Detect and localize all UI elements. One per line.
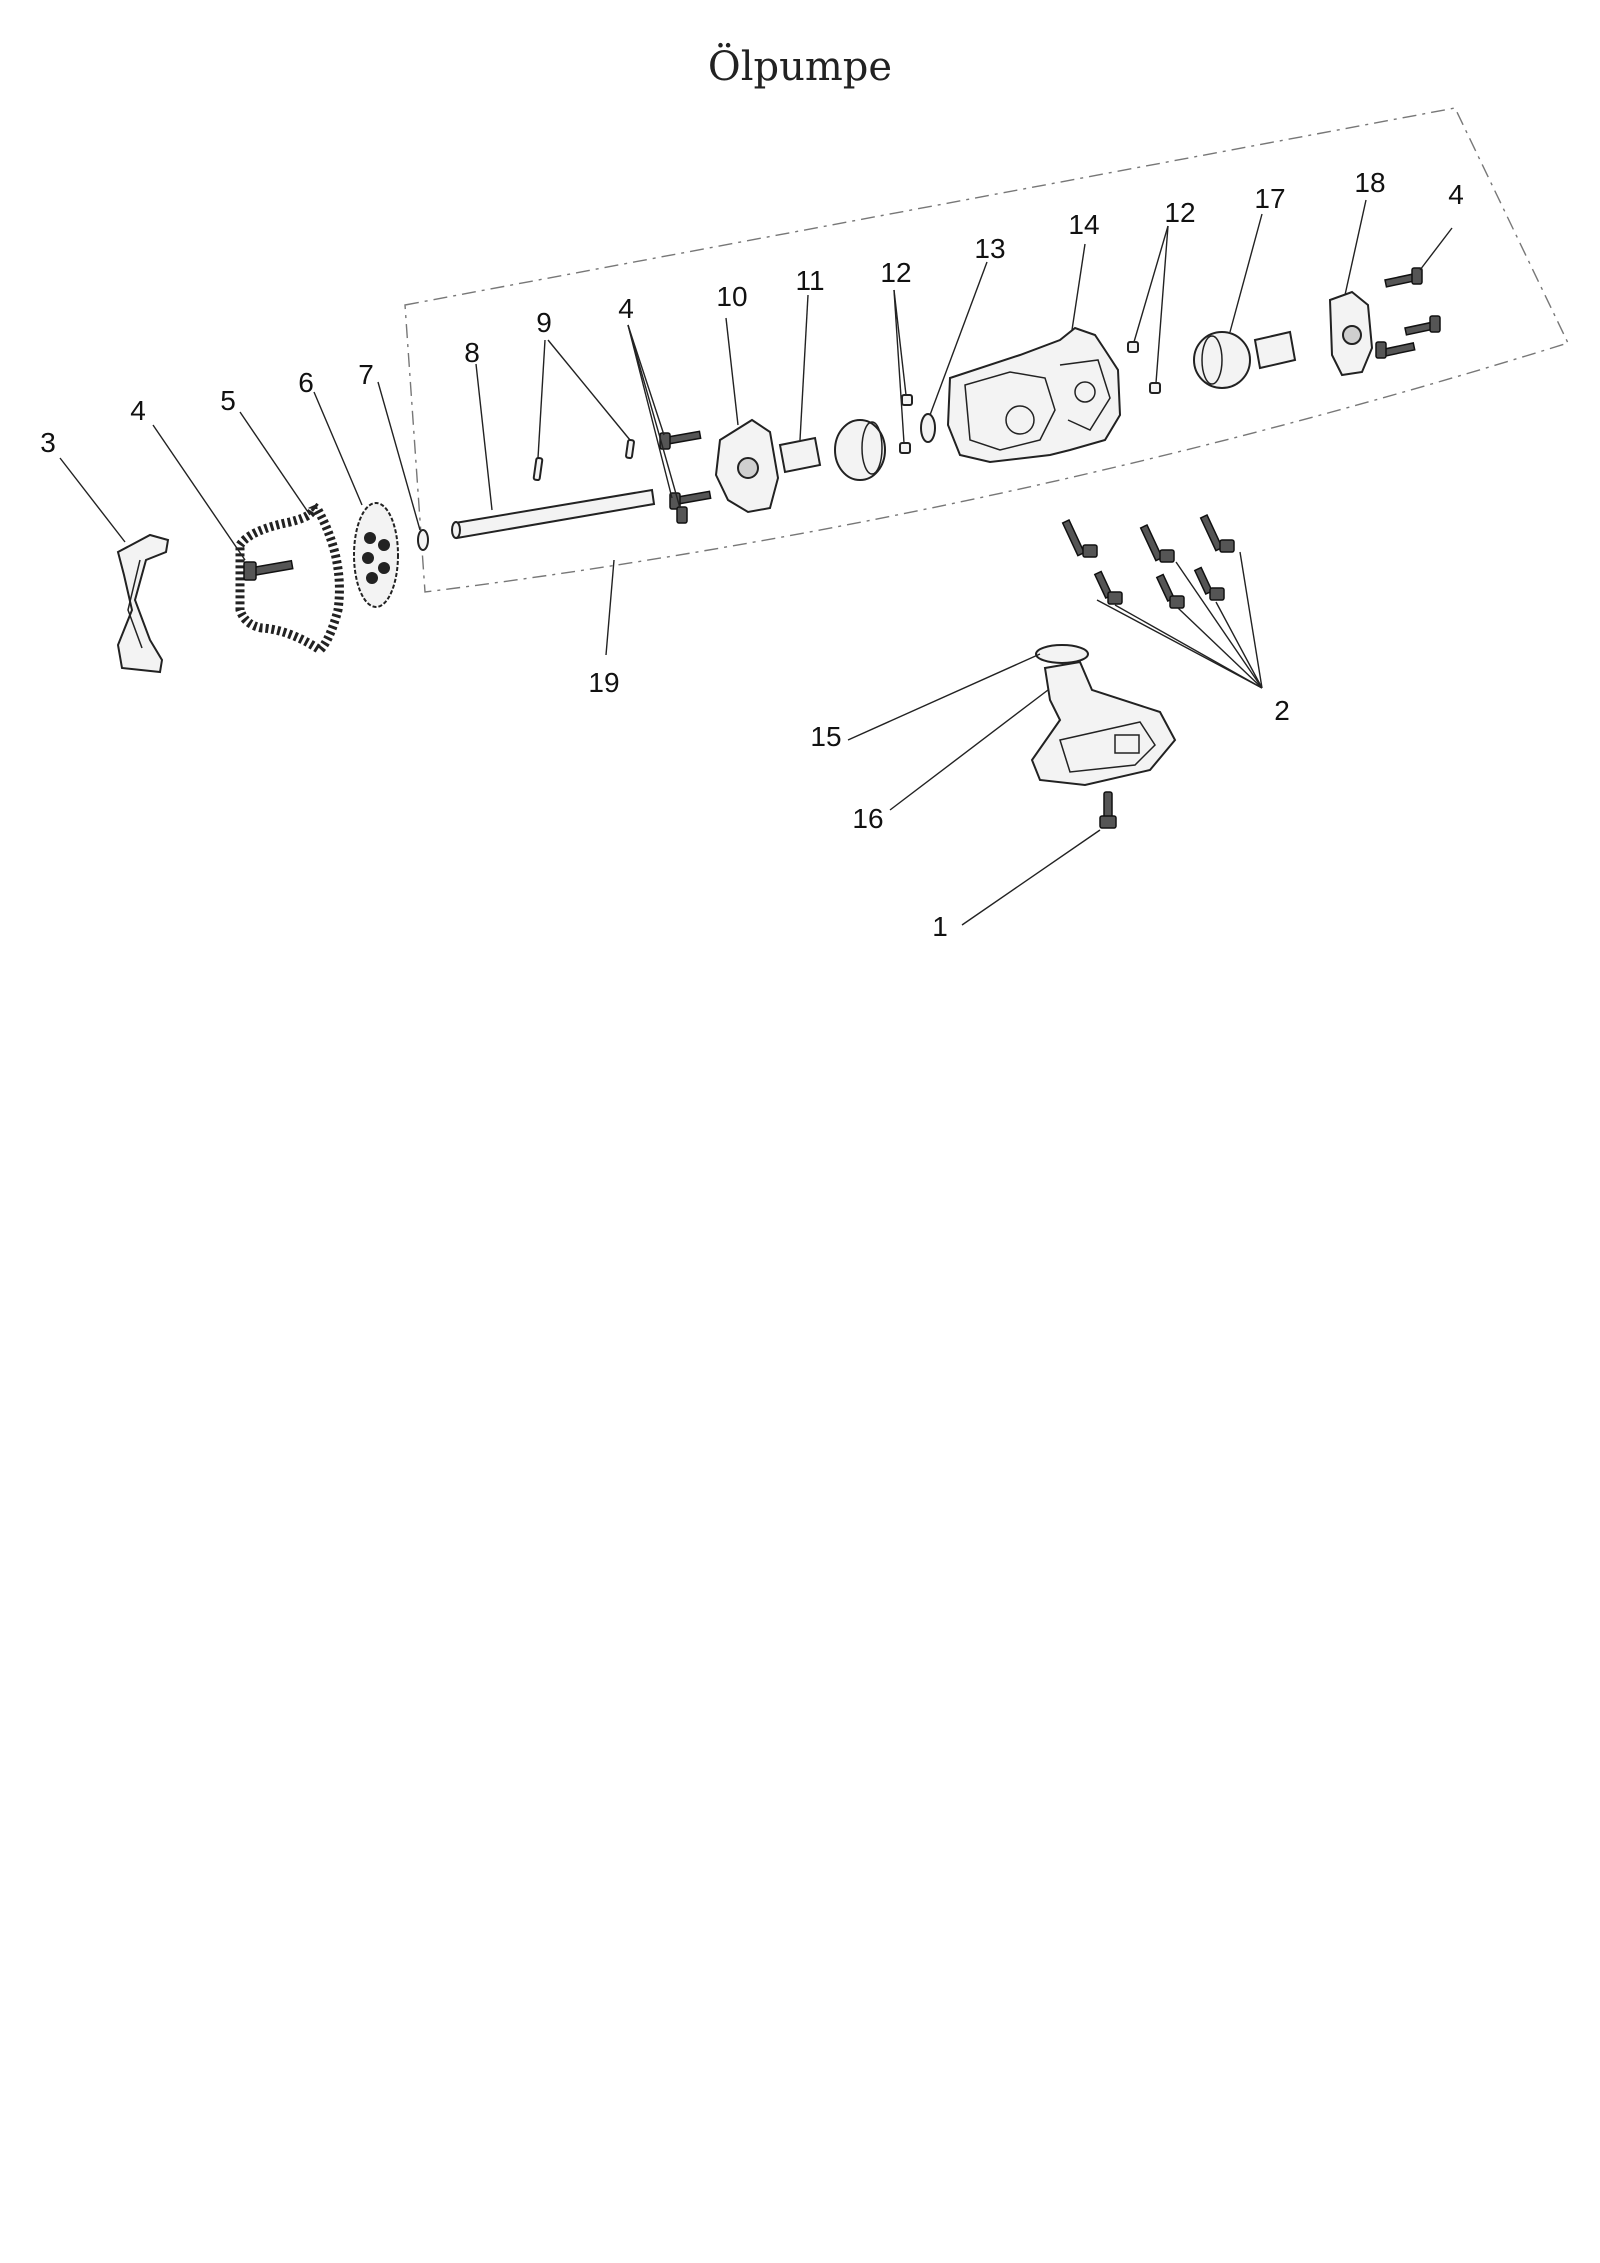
part-4-bolts-right: [1375, 267, 1441, 359]
callout-4-chain-bolt: 4: [130, 395, 146, 426]
part-1-bolt: [1099, 791, 1117, 829]
callout-9: 9: [536, 307, 552, 338]
part-14-pump-body: [946, 326, 1122, 464]
callout-16: 16: [852, 803, 883, 834]
assembly-boundary: [404, 107, 1569, 593]
callout-6: 6: [298, 367, 314, 398]
callout-13: 13: [974, 233, 1005, 264]
callout-8: 8: [464, 337, 480, 368]
part-2-bolts: [1061, 513, 1235, 609]
callout-labels: 3 4 5 6 7 8 9 4 10 11 12 13 14 12 17 18 …: [40, 167, 1464, 942]
callout-12-right: 12: [1164, 197, 1195, 228]
part-6-sprocket: [353, 502, 399, 608]
part-11-rotors: [778, 419, 886, 481]
callout-17: 17: [1254, 183, 1285, 214]
callout-4-cover-bolts: 4: [618, 293, 634, 324]
part-5-drive-chain: [235, 501, 344, 656]
callout-15: 15: [810, 721, 841, 752]
callout-1: 1: [932, 911, 948, 942]
part-9-pins: [532, 438, 635, 482]
leader-lines: [59, 199, 1453, 926]
part-16-oil-strainer: [1030, 660, 1177, 787]
callout-5: 5: [220, 385, 236, 416]
callout-14: 14: [1068, 209, 1099, 240]
part-3-chain-guide: [116, 533, 170, 674]
part-13-seal-ring: [920, 413, 936, 443]
callout-3: 3: [40, 427, 56, 458]
callout-19: 19: [588, 667, 619, 698]
callout-18: 18: [1354, 167, 1385, 198]
callout-12-left: 12: [880, 257, 911, 288]
callout-2: 2: [1274, 695, 1290, 726]
callout-10: 10: [716, 281, 747, 312]
part-10-pump-cover: [714, 418, 780, 514]
part-12-dowels: [899, 341, 1161, 454]
callout-4-rear-bolts: 4: [1448, 179, 1464, 210]
part-8-shaft: [451, 488, 656, 540]
part-17-rotor-set: [1193, 330, 1297, 389]
callout-11: 11: [795, 265, 824, 296]
part-15-o-ring: [1035, 644, 1089, 664]
part-7-washer: [417, 529, 429, 551]
callout-7: 7: [358, 359, 374, 390]
part-4-bolts-left: [659, 430, 712, 524]
diagram-title: Ölpumpe: [707, 44, 893, 90]
part-18-rear-cover: [1328, 290, 1374, 377]
